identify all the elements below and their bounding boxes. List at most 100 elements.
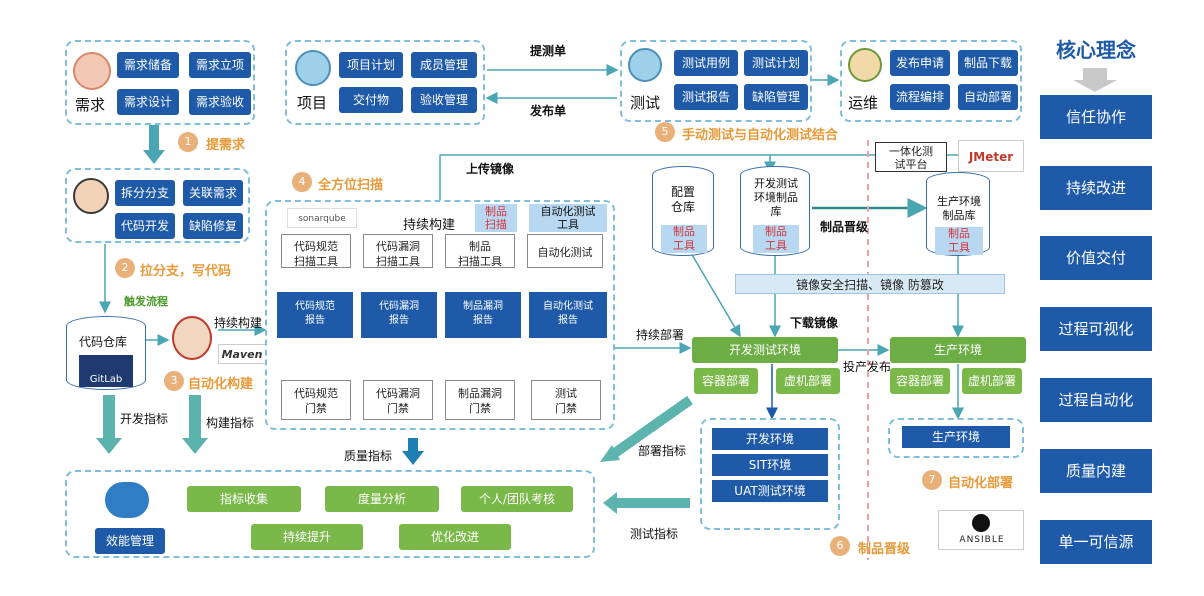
btn-optimize[interactable]: 优化改进 [399, 524, 511, 550]
step-6-number: 6 [830, 536, 850, 556]
step-1-label: 提需求 [206, 138, 246, 153]
step-5-label: 手动测试与自动化测试结合 [682, 128, 839, 143]
gate-code-spec: 代码规范 门禁 [281, 380, 351, 420]
step-2-label: 拉分支，写代码 [140, 264, 232, 279]
devtest-repo-tag: 制品 工具 [753, 225, 799, 253]
btn-req-reserve[interactable]: 需求储备 [117, 52, 179, 78]
btn-req-accept[interactable]: 需求验收 [189, 89, 251, 115]
cont-build-title: 持续构建 [403, 218, 456, 233]
btn-acceptance-mgmt[interactable]: 验收管理 [411, 87, 477, 113]
btn-code-dev[interactable]: 代码开发 [115, 213, 175, 239]
report-code-spec: 代码规范 报告 [277, 292, 353, 338]
gate-product-vuln: 制品漏洞 门禁 [445, 380, 515, 420]
btn-test-case[interactable]: 测试用例 [674, 50, 738, 76]
avatar [295, 50, 331, 86]
test-panel: 测试 测试用例 测试计划 测试报告 缺陷管理 [620, 40, 812, 122]
env-sit[interactable]: SIT环境 [712, 454, 828, 476]
devtest-repo-label: 开发测试 环境制品 库 [754, 177, 798, 218]
prod-env-bar[interactable]: 生产环境 [890, 337, 1026, 363]
btn-container-deploy[interactable]: 容器部署 [694, 368, 758, 394]
btn-artifact-download[interactable]: 制品下载 [958, 50, 1018, 76]
cont-build-label: 持续构建 [214, 316, 263, 330]
btn-metric-collect[interactable]: 指标收集 [187, 486, 301, 512]
ops-panel: 运维 发布申请 制品下载 流程编排 自动部署 [840, 40, 1022, 122]
btn-prod-vm-deploy[interactable]: 虚机部署 [962, 368, 1022, 394]
project-title: 项目 [297, 94, 328, 112]
jmeter-text: JMeter [968, 150, 1014, 164]
maven-text: Maven [221, 348, 263, 361]
step-1-number: 1 [178, 132, 198, 152]
btn-test-plan[interactable]: 测试计划 [744, 50, 808, 76]
btn-team-review[interactable]: 个人/团队考核 [461, 486, 573, 512]
step-3-number: 3 [164, 371, 184, 391]
auto-test-tool-tag: 自动化测试 工具 [529, 204, 607, 232]
env-uat[interactable]: UAT测试环境 [712, 480, 828, 502]
code-repo-label: 代码仓库 [79, 335, 128, 349]
report-product-vuln: 制品漏洞 报告 [445, 292, 521, 338]
btn-flow-orchestration[interactable]: 流程编排 [890, 84, 950, 110]
btn-continuous-improve[interactable]: 持续提升 [251, 524, 363, 550]
jmeter-platform: 一体化测 试平台 [875, 142, 947, 172]
btn-link-requirement[interactable]: 关联需求 [183, 180, 243, 206]
prod-repo-label: 生产环境 制品库 [937, 195, 981, 222]
btn-metric-analysis[interactable]: 度量分析 [325, 486, 439, 512]
step-4-label: 全方位扫描 [318, 178, 384, 193]
core-trust: 信任协作 [1040, 95, 1152, 139]
btn-defect-mgmt[interactable]: 缺陷管理 [744, 84, 808, 110]
gitlab-logo: GitLab [79, 355, 133, 387]
btn-req-approve[interactable]: 需求立项 [189, 52, 251, 78]
ansible-icon [972, 514, 990, 532]
tool-product-scan: 制品 扫描工具 [445, 234, 515, 268]
developer-panel: 拆分分支 关联需求 代码开发 缺陷修复 [65, 168, 250, 243]
step-6-label: 制品晋级 [858, 542, 911, 557]
btn-bug-fix[interactable]: 缺陷修复 [183, 213, 243, 239]
ansible-logo: ANSIBLE [938, 510, 1024, 550]
quality-metric-label: 质量指标 [344, 449, 393, 463]
jmeter-logo: JMeter [958, 140, 1024, 172]
btn-deliverable[interactable]: 交付物 [339, 87, 403, 113]
report-auto-test: 自动化测试 报告 [529, 292, 607, 338]
step-7-label: 自动化部署 [948, 476, 1014, 491]
efficiency-title: 效能管理 [95, 528, 165, 554]
btn-vm-deploy[interactable]: 虚机部署 [776, 368, 840, 394]
devtest-env-bar[interactable]: 开发测试环境 [692, 337, 838, 363]
tool-code-spec: 代码规范 扫描工具 [281, 234, 351, 268]
core-idea-title: 核心理念 [1056, 38, 1136, 62]
env-dev[interactable]: 开发环境 [712, 428, 828, 450]
scan-panel: sonarqube 持续构建 制品 扫描 自动化测试 工具 代码规范 扫描工具 … [265, 200, 615, 430]
deploy-metric-label: 部署指标 [638, 444, 687, 458]
efficiency-panel: 效能管理 指标收集 度量分析 个人/团队考核 持续提升 优化改进 [65, 470, 595, 558]
btn-project-plan[interactable]: 项目计划 [339, 52, 403, 78]
download-image-label: 下载镜像 [790, 316, 839, 330]
devtest-artifact-repo: 开发测试 环境制品 库 制品 工具 [740, 166, 810, 256]
maven-logo: Maven [218, 344, 266, 364]
product-scan-tag: 制品 扫描 [475, 204, 517, 232]
tool-auto-test: 自动化测试 [527, 234, 603, 268]
step-3-label: 自动化构建 [188, 377, 254, 392]
core-single-source: 单一可信源 [1040, 520, 1152, 564]
btn-req-design[interactable]: 需求设计 [117, 89, 179, 115]
btn-prod-container-deploy[interactable]: 容器部署 [890, 368, 950, 394]
build-metric-label: 构建指标 [206, 416, 255, 430]
btn-auto-deploy[interactable]: 自动部署 [958, 84, 1018, 110]
step-4-number: 4 [292, 172, 312, 192]
ansible-text: ANSIBLE [959, 535, 1005, 545]
core-visual: 过程可视化 [1040, 307, 1152, 351]
avatar [628, 48, 662, 82]
prod-artifact-repo: 生产环境 制品库 制品 工具 [926, 172, 990, 256]
gate-code-vuln: 代码漏洞 门禁 [363, 380, 433, 420]
release-ticket-label: 发布单 [530, 104, 567, 118]
btn-release-request[interactable]: 发布申请 [890, 50, 950, 76]
env-prod[interactable]: 生产环境 [902, 426, 1010, 448]
code-repo: 代码仓库 GitLab [66, 316, 146, 390]
product-promote-label: 制品晋级 [820, 220, 869, 234]
requirement-title: 需求 [75, 96, 106, 114]
btn-member-mgmt[interactable]: 成员管理 [411, 52, 477, 78]
btn-test-report[interactable]: 测试报告 [674, 84, 738, 110]
core-quality: 质量内建 [1040, 449, 1152, 493]
sonarqube-text: sonarqube [298, 214, 346, 224]
config-repo-label: 配置 仓库 [670, 185, 695, 214]
devtest-env-list: 开发环境 SIT环境 UAT测试环境 [700, 418, 840, 530]
submit-ticket-label: 提测单 [530, 44, 567, 58]
btn-split-branch[interactable]: 拆分分支 [115, 180, 175, 206]
